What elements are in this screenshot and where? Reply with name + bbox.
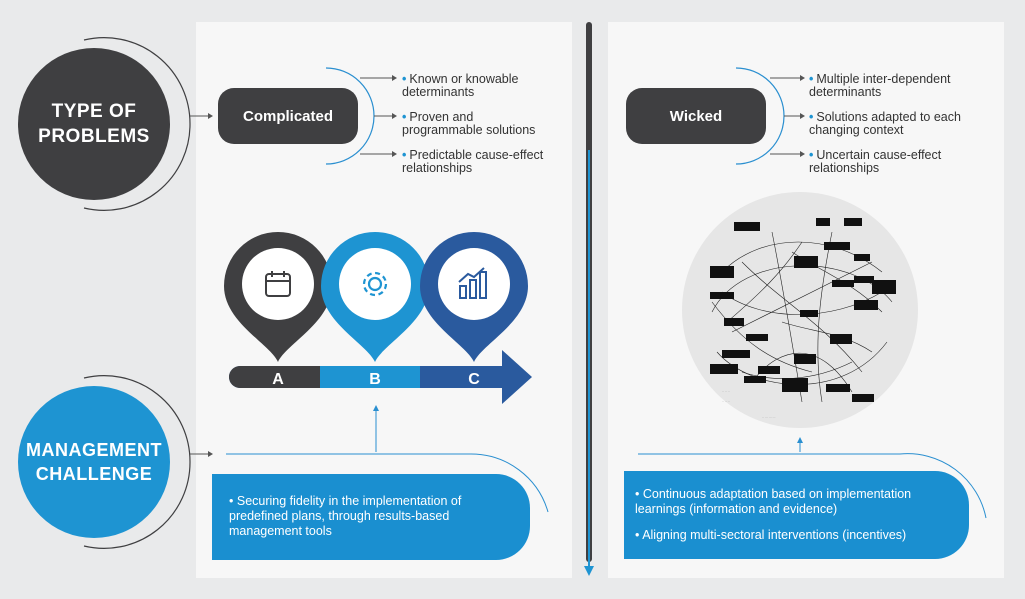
complicated-challenge-item: • Securing fidelity in the implementatio…	[229, 494, 519, 539]
wicked-challenge-item-1: • Continuous adaptation based on impleme…	[635, 487, 965, 517]
type-of-problems-heading: TYPE OF PROBLEMS	[18, 48, 170, 200]
bullet-text-line-2: changing context	[809, 122, 904, 137]
complicated-label: Complicated	[218, 88, 358, 144]
bullet-text-line-2: relationships	[809, 160, 880, 175]
calendar-icon	[265, 271, 291, 297]
bullet-dot: •	[809, 110, 814, 124]
step-label-b: B	[369, 371, 381, 388]
heading-line-2: CHALLENGE	[35, 464, 153, 484]
process-steps-graphic: A B C	[224, 232, 532, 404]
challenge-text: Securing fidelity in the implementation …	[229, 494, 462, 538]
pin-c	[420, 232, 528, 362]
bullet-dot: •	[635, 528, 640, 542]
wicked-challenge-box: • Continuous adaptation based on impleme…	[624, 471, 969, 559]
challenge-text: Aligning multi-sectoral interventions (i…	[642, 528, 907, 542]
bullet-dot: •	[402, 110, 407, 124]
bullet-text-line-1: Solutions adapted to each	[816, 110, 961, 124]
bullet-text-line-2: determinants	[809, 84, 882, 99]
svg-text:·· ··· ··· ···: ·· ··· ··· ···	[762, 415, 776, 419]
bullet-dot: •	[809, 148, 814, 162]
wicked-label: Wicked	[626, 88, 766, 144]
heading-line-1: TYPE OF	[51, 101, 137, 122]
bullet-dot: •	[809, 72, 814, 86]
pin-b	[321, 232, 429, 362]
bullet-text-line-1: Known or knowable	[409, 72, 519, 86]
bullet-dot: •	[229, 494, 234, 508]
bullet-text-line-1: Uncertain cause-effect	[816, 148, 942, 162]
bullet-dot: •	[635, 487, 640, 501]
svg-text:·· ·· ··: ·· ·· ··	[722, 399, 730, 403]
pin-a	[224, 232, 332, 362]
bullet-dot: •	[402, 148, 407, 162]
challenge-text: Continuous adaptation based on implement…	[635, 487, 912, 516]
bullet-text-line-1: Proven and	[409, 110, 474, 124]
systems-map-graphic: ·· ·· ·· ·· ·· ·· ·· ··· ··· ···	[682, 192, 918, 428]
bullet-text-line-2: programmable solutions	[402, 122, 536, 137]
svg-text:·· ·· ··: ·· ·· ··	[722, 389, 730, 393]
heading-line-1: MANAGEMENT	[26, 440, 162, 460]
bullet-text-line-1: Predictable cause-effect	[409, 148, 544, 162]
bullet-text-line-2: relationships	[402, 160, 473, 175]
step-label-c: C	[468, 371, 480, 388]
bullet-dot: •	[402, 72, 407, 86]
gear-icon	[362, 271, 388, 297]
bullet-text-line-1: Multiple inter-dependent	[816, 72, 951, 86]
bar-chart-icon	[458, 267, 487, 299]
management-challenge-heading: MANAGEMENT CHALLENGE	[18, 386, 170, 538]
wicked-challenge-item-2: • Aligning multi-sectoral interventions …	[635, 528, 965, 543]
complicated-challenge-box: • Securing fidelity in the implementatio…	[212, 474, 530, 560]
heading-line-2: PROBLEMS	[38, 126, 150, 147]
step-label-a: A	[272, 371, 284, 388]
bullet-text-line-2: determinants	[402, 84, 475, 99]
